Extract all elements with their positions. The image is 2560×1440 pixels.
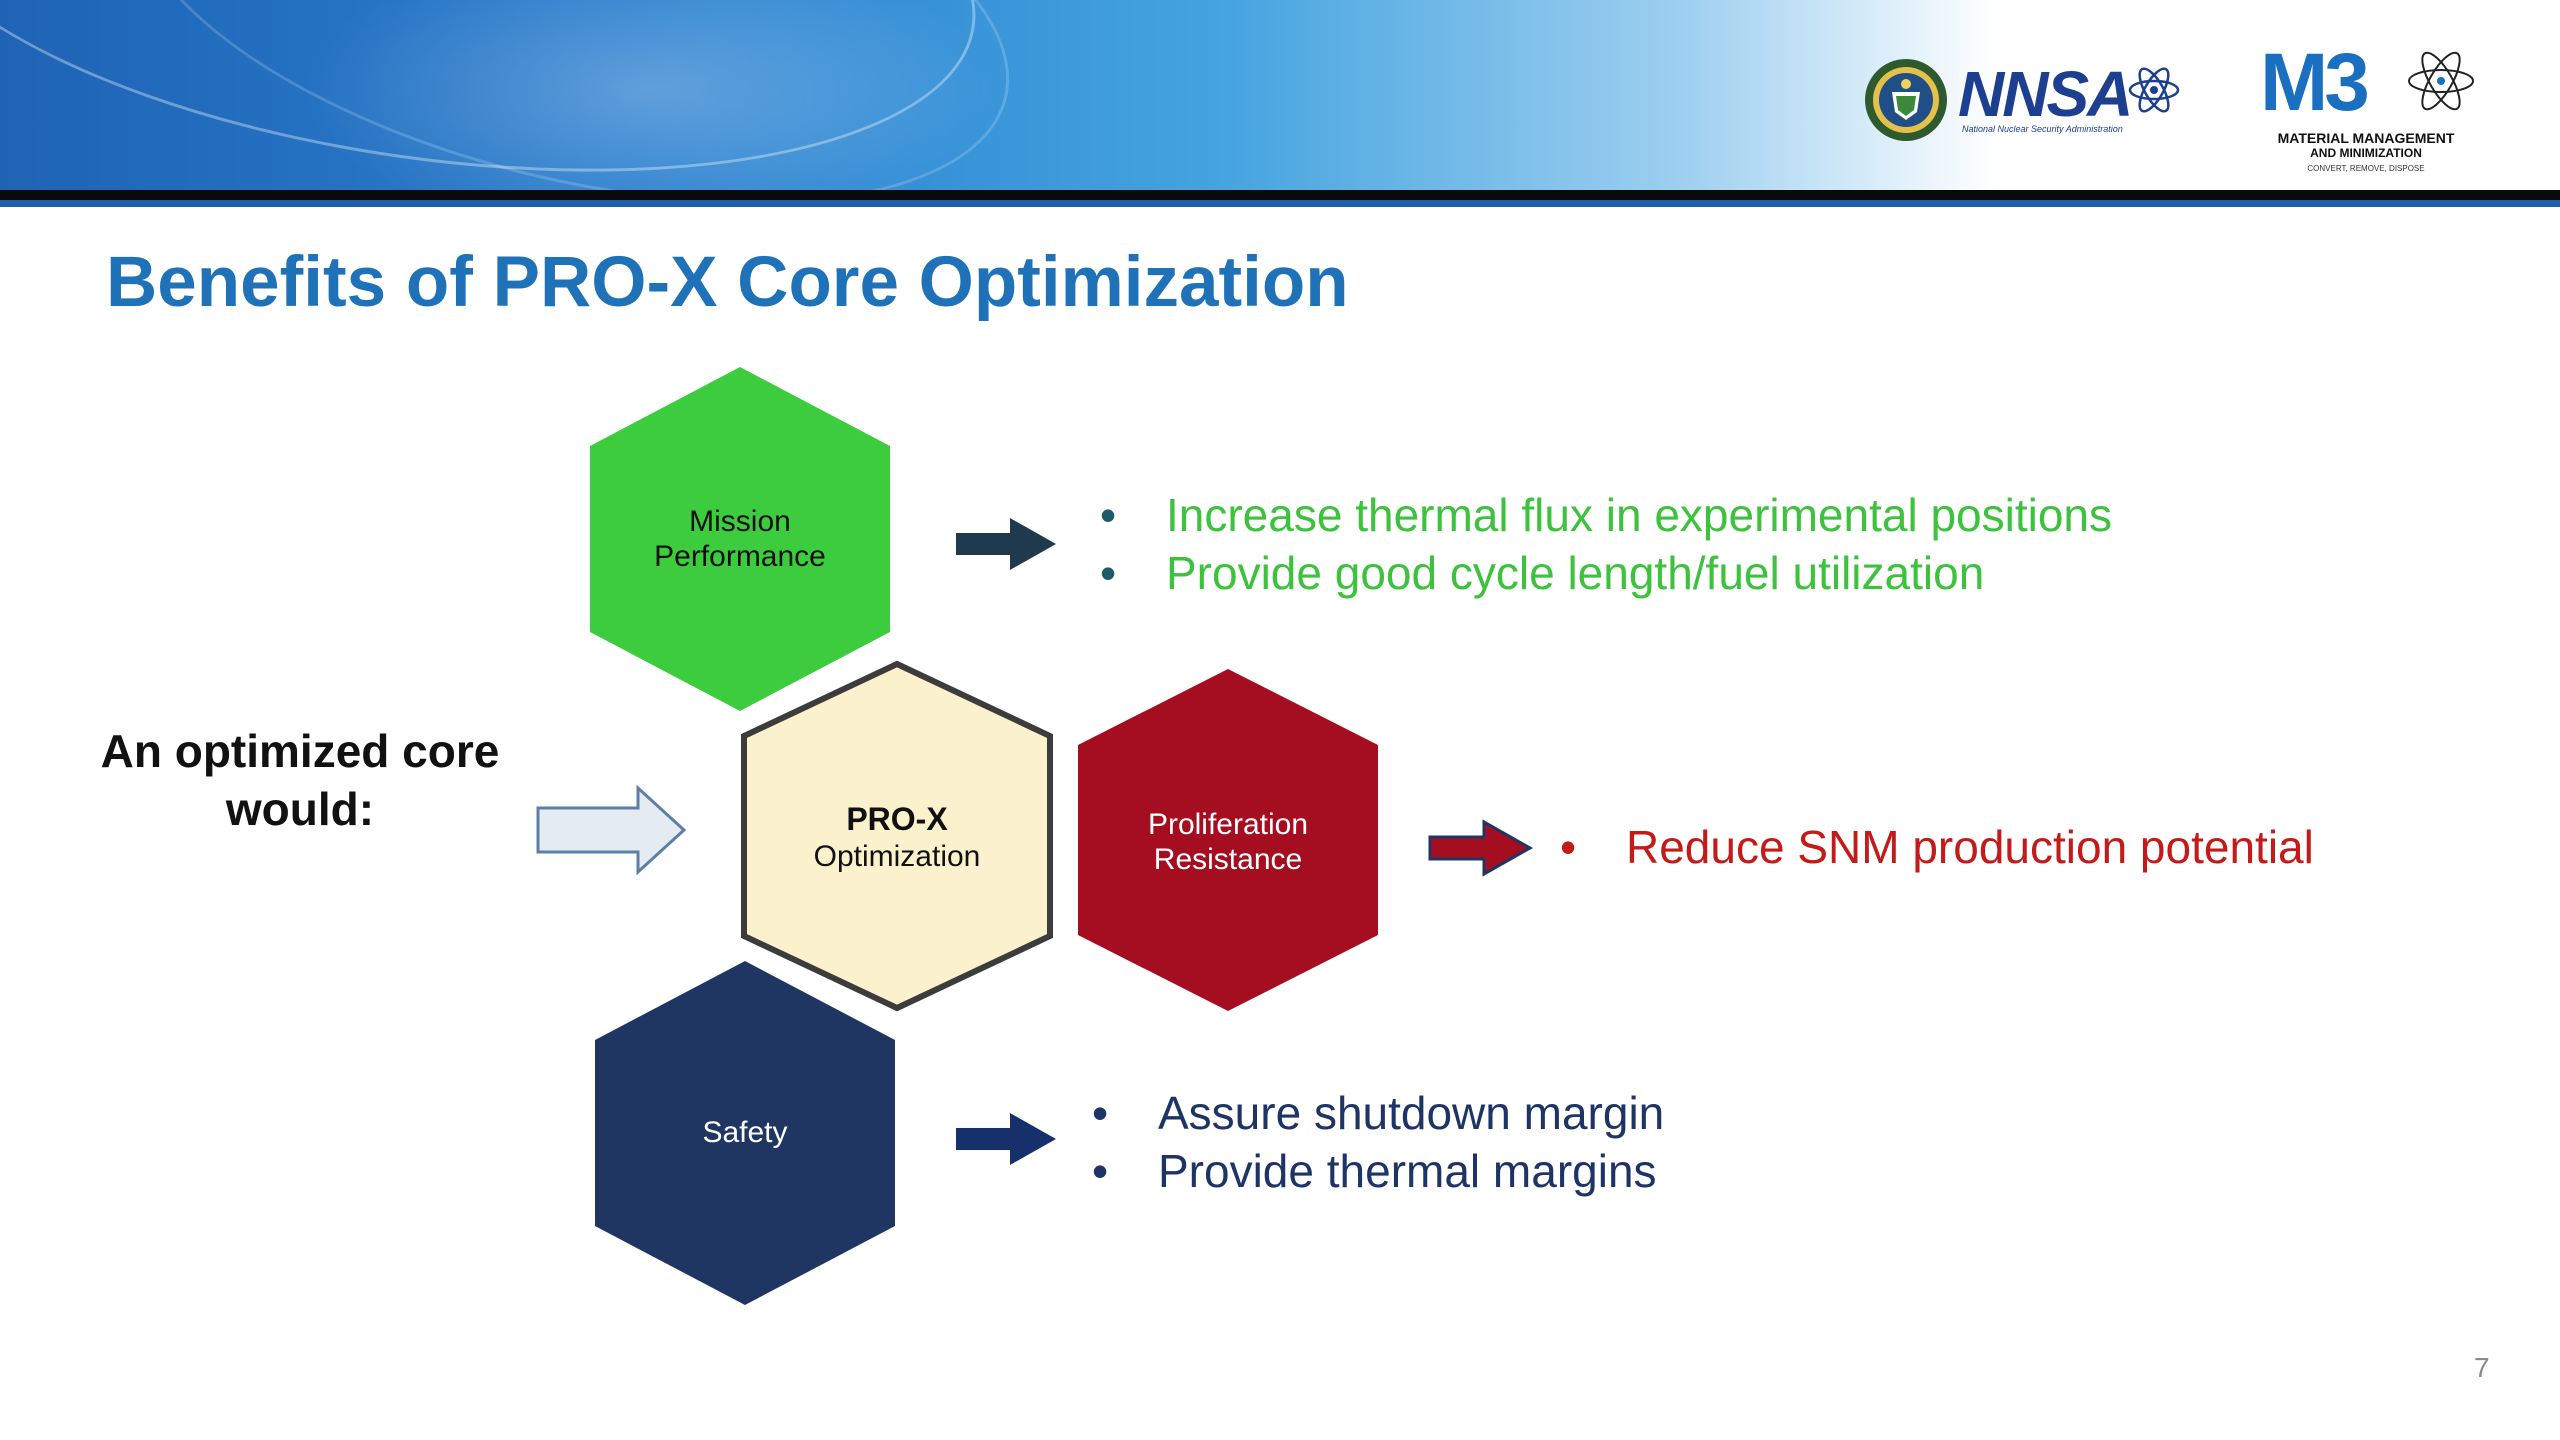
- input-arrow-icon: [536, 784, 687, 876]
- page-number: 7: [2474, 1352, 2490, 1383]
- list-item: • Provide good cycle length/fuel utilizat…: [1100, 544, 2112, 602]
- hexagon-label: Performance: [654, 540, 826, 573]
- mission-bullet-list: • Increase thermal flux in experimental p…: [1100, 486, 2112, 602]
- hexagon-label: Safety: [702, 1116, 787, 1149]
- m3-tagline: CONVERT, REMOVE, DISPOSE: [2307, 164, 2425, 173]
- hexagon-prox-optimization: [741, 660, 1053, 1012]
- bullet-text: Provide thermal margins: [1158, 1145, 1657, 1197]
- list-item: • Reduce SNM production potential: [1560, 818, 2314, 876]
- atom-icon: [2408, 51, 2474, 111]
- proliferation-bullet-list: • Reduce SNM production potential: [1560, 818, 2314, 876]
- arrow-right-icon: [956, 518, 1056, 570]
- m3-caption: MATERIAL MANAGEMENT: [2277, 130, 2455, 146]
- header-rule: [0, 200, 2560, 207]
- bullet-icon: •: [1100, 489, 1117, 541]
- hexagon-safety: [595, 961, 895, 1305]
- bullet-icon: •: [1092, 1087, 1109, 1139]
- header-banner: NNSA National Nuclear Security Administr…: [0, 0, 2560, 190]
- hexagon-label: Optimization: [814, 840, 981, 873]
- doe-seal-logo: [1865, 59, 1947, 141]
- lead-text: An optimized core would:: [100, 725, 500, 835]
- arrow-right-icon: [956, 1113, 1056, 1165]
- m3-logo: M3 MATERIAL MANAGEMENT AND MINIMIZATION …: [2256, 42, 2476, 182]
- list-item: • Assure shutdown margin: [1092, 1084, 1664, 1142]
- atom-icon: [2128, 67, 2180, 113]
- bullet-icon: •: [1100, 547, 1117, 599]
- list-item: • Provide thermal margins: [1092, 1142, 1664, 1200]
- bullet-text: Reduce SNM production potential: [1626, 821, 2314, 873]
- nnsa-wordmark: NNSA: [1958, 58, 2133, 130]
- m3-caption: AND MINIMIZATION: [2310, 146, 2422, 160]
- hexagon-mission-performance: [590, 367, 890, 711]
- nnsa-subtitle: National Nuclear Security Administration: [1962, 124, 2123, 134]
- hexagon-label: Resistance: [1154, 843, 1302, 876]
- bullet-icon: •: [1560, 821, 1577, 873]
- bullet-text: Provide good cycle length/fuel utilizati…: [1166, 547, 1985, 599]
- safety-bullet-list: • Assure shutdown margin • Provide thermal…: [1092, 1084, 1664, 1200]
- m3-wordmark: M3: [2260, 37, 2370, 128]
- bullet-text: Increase thermal flux in experimental po…: [1166, 489, 2113, 541]
- bullet-icon: •: [1092, 1145, 1109, 1197]
- list-item: • Increase thermal flux in experimental p…: [1100, 486, 2112, 544]
- slide-title: Benefits of PRO-X Core Optimization: [106, 243, 1349, 322]
- nnsa-logo: NNSA National Nuclear Security Administr…: [1958, 62, 2180, 142]
- header-rule: [0, 190, 2560, 200]
- hexagon-proliferation-resistance: [1078, 669, 1378, 1011]
- bullet-text: Assure shutdown margin: [1158, 1087, 1665, 1139]
- hexagon-label: Mission: [689, 505, 791, 538]
- banner-glow: [300, 0, 1000, 190]
- hexagon-label: PRO-X: [846, 801, 948, 837]
- hexagon-label: Proliferation: [1148, 808, 1308, 841]
- arrow-right-icon: [1428, 819, 1534, 877]
